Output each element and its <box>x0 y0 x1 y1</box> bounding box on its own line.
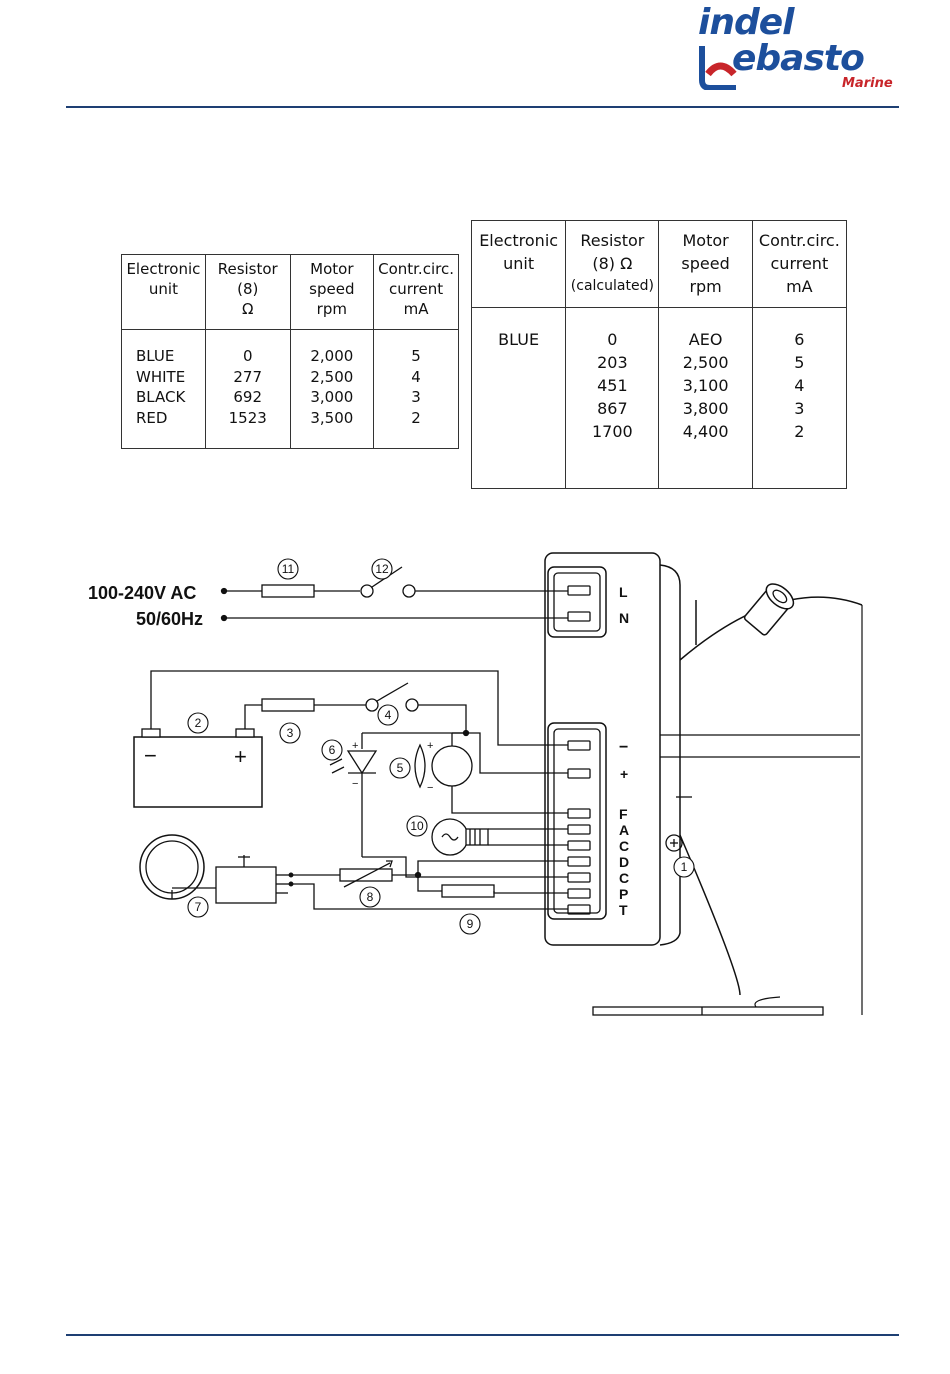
terminal-label-C1: C <box>619 838 629 854</box>
ac-supply-wiring <box>220 566 568 622</box>
callout-label-10: 10 <box>410 819 424 833</box>
supply-frequency-label: 50/60Hz <box>136 609 203 629</box>
callout-7 <box>187 896 209 918</box>
callout-label-7: 7 <box>195 900 202 914</box>
fixed-resistor <box>293 863 568 910</box>
callout-label-8: 8 <box>367 890 374 904</box>
callout-10 <box>406 815 428 837</box>
wiring-diagram: 100-240V AC 50/60Hz L N − + + − <box>88 552 863 1016</box>
battery <box>133 670 568 808</box>
callout-label-3: 3 <box>287 726 294 740</box>
fan-plus-label: + <box>427 740 433 752</box>
callout-6 <box>321 739 343 761</box>
fan-motor <box>414 729 568 814</box>
logo-word-ebasto: ebasto <box>732 38 865 79</box>
battery-plus-label: + <box>234 744 247 769</box>
callout-label-11: 11 <box>282 562 295 576</box>
connector-dc <box>547 722 607 920</box>
terminal-label-D: D <box>619 854 629 870</box>
header-rule <box>66 106 899 108</box>
terminal-label-minus: − <box>619 739 628 756</box>
terminal-label-F: F <box>619 806 628 822</box>
led-diode <box>329 732 466 863</box>
diode-plus-label: + <box>352 740 358 752</box>
indel-webasto-logo: indel ebasto Marine <box>694 2 900 96</box>
terminal-label-C2: C <box>619 870 629 886</box>
callout-label-9: 9 <box>467 917 474 931</box>
callout-label-2: 2 <box>195 716 202 730</box>
diode-minus-label: − <box>352 778 358 790</box>
terminal-label-plus: + <box>620 766 628 782</box>
callout-label-6: 6 <box>329 743 336 757</box>
connector-mains <box>547 566 607 638</box>
callout-label-12: 12 <box>375 562 389 576</box>
callout-4 <box>377 704 399 726</box>
fan-minus-label: − <box>427 782 433 794</box>
terminal-label-T: T <box>619 902 628 918</box>
terminal-label-N: N <box>619 610 629 626</box>
callout-9 <box>459 913 481 935</box>
lamp <box>431 818 568 856</box>
callout-2 <box>187 712 209 734</box>
callout-3 <box>279 722 301 744</box>
logo-word-marine: Marine <box>842 76 893 91</box>
callout-12 <box>371 558 393 580</box>
logo-w-mark <box>699 46 737 90</box>
battery-minus-label: − <box>144 743 157 768</box>
callout-label-5: 5 <box>397 761 404 775</box>
t2-col-unit: BLUE <box>470 307 567 489</box>
callout-11 <box>277 558 299 580</box>
callout-8 <box>359 886 381 908</box>
logo-word-indel: indel <box>698 2 794 43</box>
t2-header-resistor: Resistor(8) Ω(calculated) <box>565 220 660 308</box>
callout-label-1: 1 <box>681 860 688 874</box>
callout-label-4: 4 <box>385 708 392 722</box>
terminal-label-L: L <box>619 584 628 600</box>
variable-resistor <box>293 860 568 892</box>
terminal-label-P: P <box>619 886 628 902</box>
callout-5 <box>389 757 411 779</box>
thermostat <box>139 834 294 904</box>
terminal-label-A: A <box>619 822 629 838</box>
callout-markers <box>187 558 695 935</box>
callout-1 <box>673 856 695 878</box>
t1-header-resistor: Resistor(8)Ω <box>204 254 291 330</box>
grommet-inlet <box>743 583 795 636</box>
footer-rule <box>66 1334 899 1336</box>
supply-voltage-label: 100-240V AC <box>88 583 196 603</box>
